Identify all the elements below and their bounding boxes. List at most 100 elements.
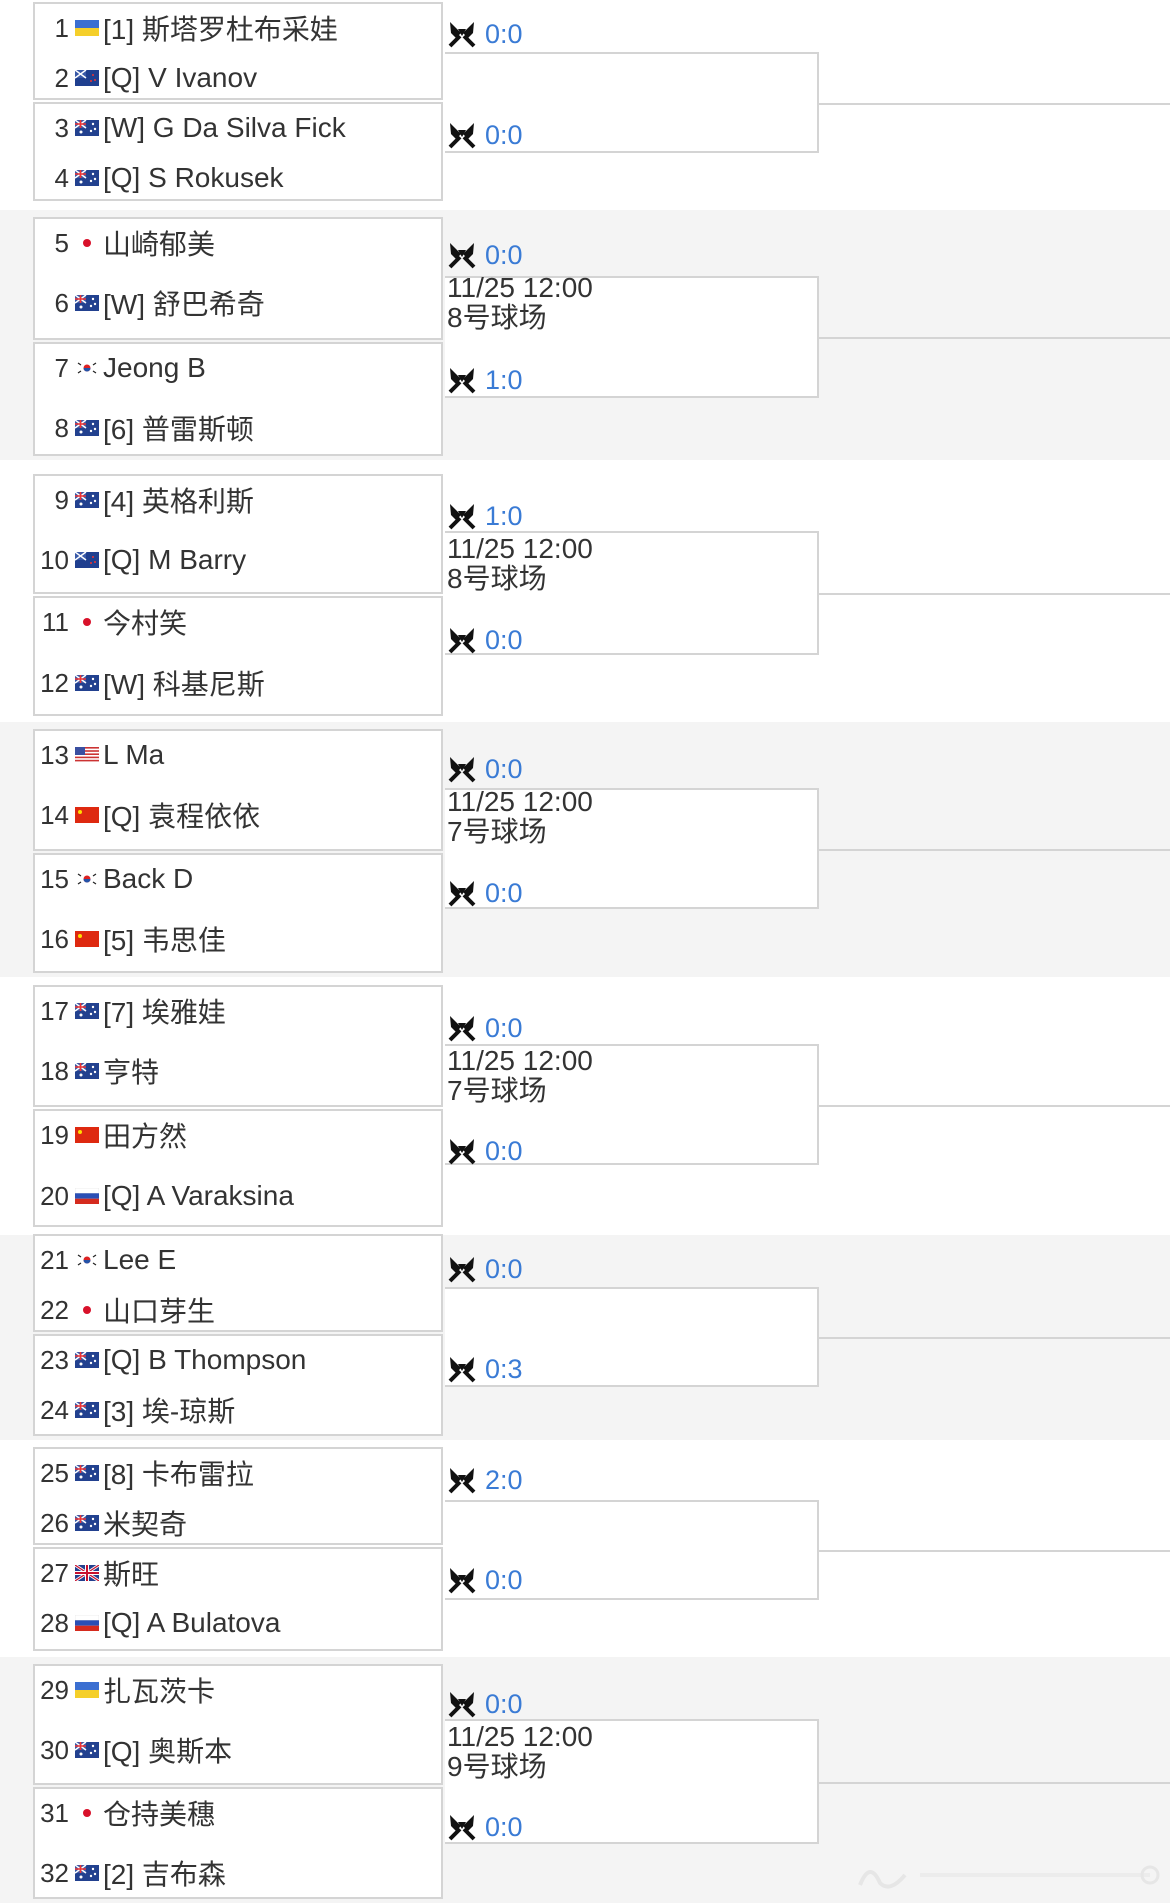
australia-flag xyxy=(75,1465,99,1481)
australia-flag xyxy=(75,420,99,436)
score-value: 0:0 xyxy=(485,1811,523,1842)
score-value: 1:0 xyxy=(485,500,523,531)
next-round-line xyxy=(819,337,1170,339)
match-score[interactable]: 0:0 xyxy=(447,117,523,153)
japan-flag xyxy=(75,1302,99,1318)
korea-flag xyxy=(75,871,99,887)
china-flag xyxy=(75,931,99,947)
player-name: [8] 卡布雷拉 xyxy=(103,1459,254,1490)
player-row[interactable]: 12[W] 科基尼斯 xyxy=(35,663,441,703)
match-score[interactable]: 0:3 xyxy=(447,1351,523,1387)
match-score[interactable]: 0:0 xyxy=(447,875,523,911)
match-score[interactable]: 0:0 xyxy=(447,1010,523,1046)
score-value: 0:0 xyxy=(485,18,523,49)
player-row[interactable]: 8[6] 普雷斯顿 xyxy=(35,408,441,448)
next-round-line xyxy=(819,1550,1170,1552)
australia-flag xyxy=(75,1742,99,1758)
player-row[interactable]: 30[Q] 奥斯本 xyxy=(35,1730,441,1770)
score-value: 0:0 xyxy=(485,1688,523,1719)
match-score[interactable]: 1:0 xyxy=(447,362,523,398)
player-row[interactable]: 9[4] 英格利斯 xyxy=(35,480,441,520)
match-court: 7号球场 xyxy=(447,816,547,847)
match-score[interactable]: 0:0 xyxy=(447,237,523,273)
match-connector xyxy=(445,52,819,153)
player-seed-number: 1 xyxy=(54,12,69,43)
match-score[interactable]: 0:0 xyxy=(447,1686,523,1722)
player-row[interactable]: 23[Q] B Thompson xyxy=(35,1340,441,1380)
player-row[interactable]: 10[Q] M Barry xyxy=(35,540,441,580)
player-row[interactable]: 32[2] 吉布森 xyxy=(35,1853,441,1893)
match-score[interactable]: 2:0 xyxy=(447,1462,523,1498)
player-name: [3] 埃-琼斯 xyxy=(103,1396,236,1427)
crossed-rackets-icon xyxy=(447,240,477,270)
japan-flag xyxy=(75,614,99,630)
watermark-logo xyxy=(850,1855,1160,1895)
player-row[interactable]: 2[Q] V Ivanov xyxy=(35,58,441,98)
player-seed-number: 25 xyxy=(40,1457,69,1488)
player-name: [Q] M Barry xyxy=(103,544,247,575)
match-score[interactable]: 0:0 xyxy=(447,622,523,658)
player-seed-number: 19 xyxy=(40,1119,69,1150)
player-name: [W] G Da Silva Fick xyxy=(103,112,346,143)
player-seed-number: 31 xyxy=(40,1797,69,1828)
ukraine-flag xyxy=(75,20,99,36)
player-row[interactable]: 4[Q] S Rokusek xyxy=(35,158,441,198)
player-row[interactable]: 28[Q] A Bulatova xyxy=(35,1603,441,1643)
match-score[interactable]: 0:0 xyxy=(447,1133,523,1169)
player-row[interactable]: 17[7] 埃雅娃 xyxy=(35,991,441,1031)
player-row[interactable]: 20[Q] A Varaksina xyxy=(35,1176,441,1216)
player-seed-number: 6 xyxy=(54,287,69,318)
match-score[interactable]: 1:0 xyxy=(447,498,523,534)
player-row[interactable]: 29 扎瓦茨卡 xyxy=(35,1670,441,1710)
australia-flag xyxy=(75,1402,99,1418)
match-score[interactable]: 0:0 xyxy=(447,16,523,52)
player-seed-number: 26 xyxy=(40,1507,69,1538)
player-seed-number: 14 xyxy=(40,799,69,830)
score-value: 2:0 xyxy=(485,1464,523,1495)
player-name: [4] 英格利斯 xyxy=(103,486,254,517)
player-name: [1] 斯塔罗杜布采娃 xyxy=(103,14,338,45)
player-row[interactable]: 6[W] 舒巴希奇 xyxy=(35,283,441,323)
player-seed-number: 29 xyxy=(40,1674,69,1705)
crossed-rackets-icon xyxy=(447,625,477,655)
player-row[interactable]: 25 [8] 卡布雷拉 xyxy=(35,1453,441,1493)
match-connector xyxy=(445,531,819,655)
match-score[interactable]: 0:0 xyxy=(447,1809,523,1845)
player-row[interactable]: 1 [1] 斯塔罗杜布采娃 xyxy=(35,8,441,48)
player-name: 扎瓦茨卡 xyxy=(103,1676,216,1707)
player-row[interactable]: 24[3] 埃-琼斯 xyxy=(35,1390,441,1430)
player-seed-number: 20 xyxy=(40,1180,69,1211)
player-name: 斯旺 xyxy=(103,1559,160,1590)
score-value: 0:0 xyxy=(485,119,523,150)
match-score[interactable]: 0:0 xyxy=(447,751,523,787)
match-score[interactable]: 0:0 xyxy=(447,1562,523,1598)
player-row[interactable]: 3[W] G Da Silva Fick xyxy=(35,108,441,148)
player-row[interactable]: 16[5] 韦思佳 xyxy=(35,919,441,959)
player-seed-number: 16 xyxy=(40,923,69,954)
player-pair-box: 23[Q] B Thompson 24[3] 埃-琼斯 xyxy=(33,1334,443,1436)
player-row[interactable]: 14[Q] 袁程依依 xyxy=(35,795,441,835)
match-score[interactable]: 0:0 xyxy=(447,1251,523,1287)
score-value: 1:0 xyxy=(485,364,523,395)
